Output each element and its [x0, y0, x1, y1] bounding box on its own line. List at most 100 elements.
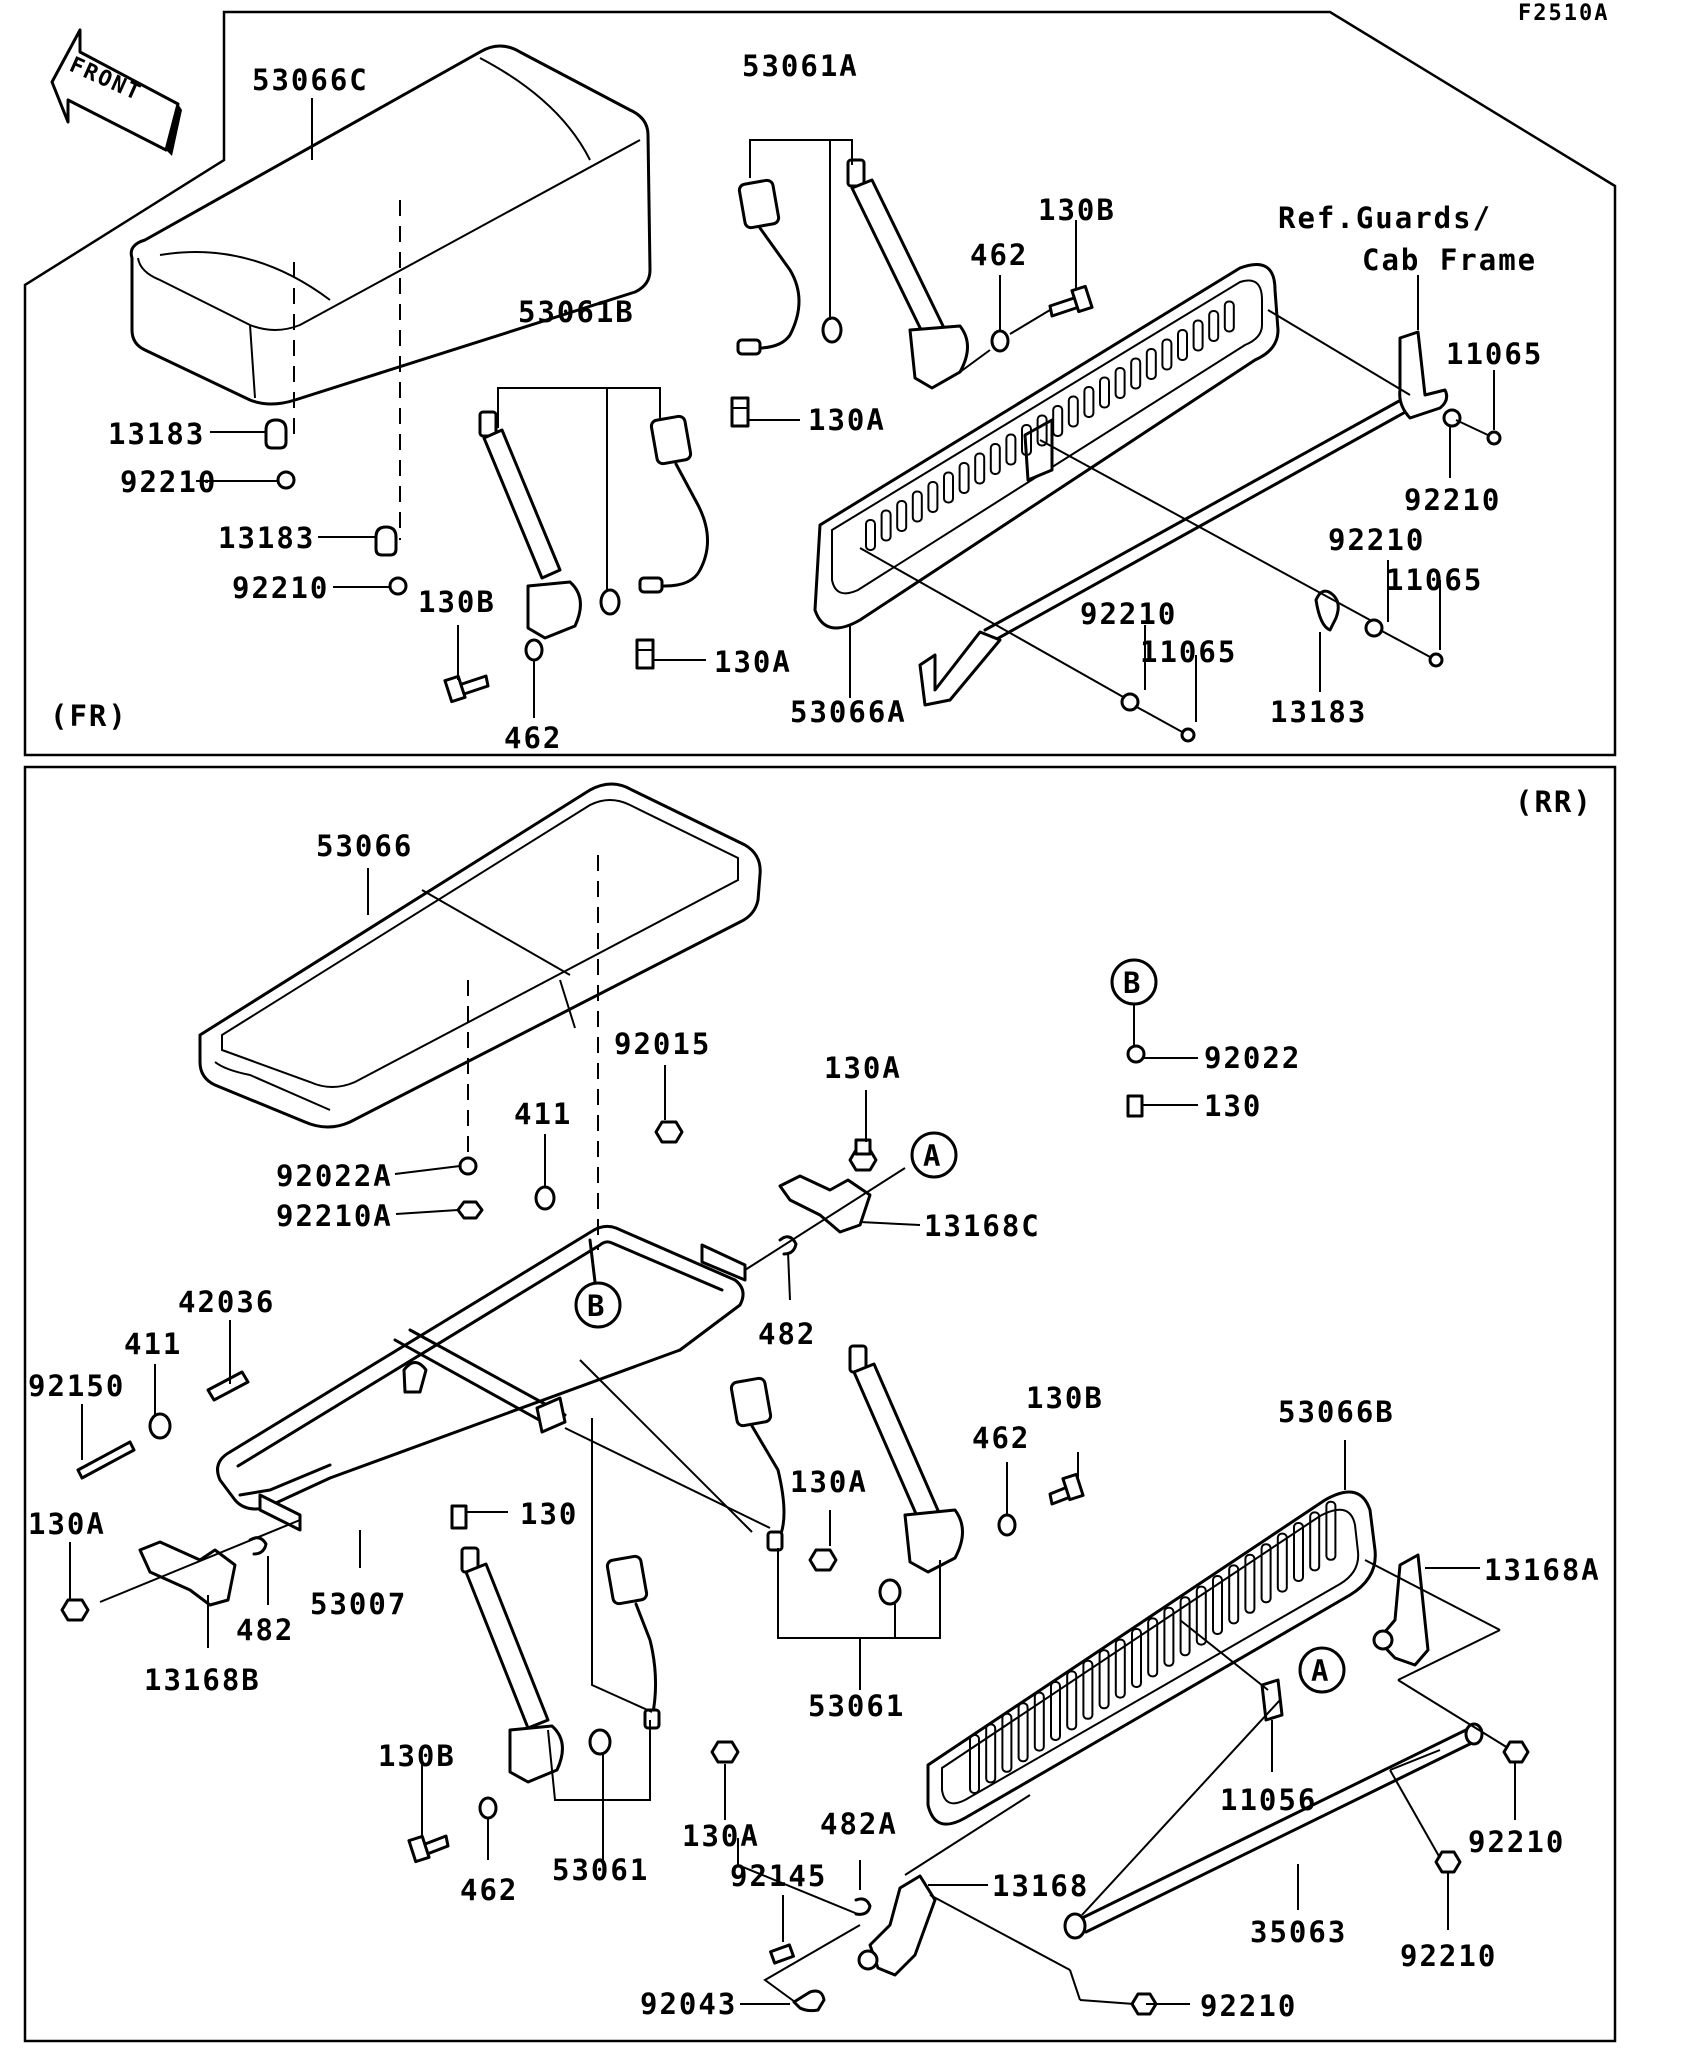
label-92015: 92015 [614, 1027, 711, 1061]
bolt-130 [1126, 1094, 1144, 1118]
label-130A: 130A [824, 1051, 902, 1085]
callout-b-frame: B [574, 1281, 622, 1329]
nut-92210 [1364, 618, 1384, 638]
vent-slot [927, 481, 939, 513]
front-section-frame [23, 10, 1617, 757]
bolt-92145 [769, 1943, 795, 1965]
vent-slot [1017, 1702, 1029, 1763]
label-130B: 130B [1038, 193, 1116, 227]
label-130A: 130A [682, 1819, 760, 1853]
washer-53061A [821, 316, 843, 344]
label-13183: 13183 [218, 521, 315, 555]
label-130A: 130A [28, 1507, 106, 1541]
label-92145: 92145 [730, 1859, 827, 1893]
washer-462 [990, 329, 1010, 353]
vent-slot [1325, 1500, 1337, 1561]
label-92210: 92210 [1200, 1989, 1297, 2023]
bolt-92150 [76, 1440, 136, 1480]
label-53061A: 53061A [742, 49, 859, 83]
washer-462 [478, 1796, 498, 1820]
seat-frame-53007 [216, 1224, 747, 1532]
nut-92210 [1120, 692, 1140, 712]
washer-92022A [458, 1156, 478, 1176]
vent-slot [1244, 1553, 1256, 1614]
label-53061B: 53061B [518, 295, 635, 329]
vent-slot [1228, 1564, 1240, 1625]
nut-92210 [1442, 408, 1462, 428]
label-92210: 92210 [1080, 597, 1177, 631]
label-53007: 53007 [310, 1587, 407, 1621]
label-130A: 130A [790, 1465, 868, 1499]
seat-back-rod [918, 330, 1449, 707]
washer-462 [997, 1513, 1017, 1537]
vent-slot [1052, 405, 1064, 437]
vent-slot [985, 1723, 997, 1784]
vent-slot [880, 509, 892, 542]
label-92022A: 92022A [276, 1159, 393, 1193]
label-13168: 13168 [992, 1869, 1089, 1903]
label-35063: 35063 [1250, 1915, 1347, 1949]
label-11065: 11065 [1446, 337, 1543, 371]
seat-back-vents [969, 1500, 1337, 1794]
bolt-130 [450, 1504, 468, 1530]
label-482: 482 [758, 1317, 816, 1351]
vent-slot [1309, 1511, 1321, 1572]
bolt-130A [808, 1548, 838, 1572]
bolt-13168-head [857, 1949, 879, 1971]
washer-462 [524, 638, 544, 662]
label-130: 130 [1204, 1089, 1262, 1123]
vent-slot [1163, 1606, 1175, 1667]
bolt-13168A-head [1372, 1629, 1394, 1651]
vent-slot [1161, 338, 1173, 371]
seat-cushion-53066C [129, 44, 652, 406]
bracket-13168B [138, 1540, 237, 1607]
label-13183: 13183 [1270, 695, 1367, 729]
cap-11065 [1180, 727, 1196, 743]
rear-section-frame [23, 765, 1617, 2043]
nut-92210 [388, 576, 408, 596]
label-482A: 482A [820, 1807, 898, 1841]
vent-slot [1082, 1659, 1094, 1720]
svg-text:A: A [923, 1139, 942, 1173]
label-130B: 130B [1026, 1381, 1104, 1415]
label-130A: 130A [714, 645, 792, 679]
front-leader-lines [196, 98, 1495, 734]
bolt-130A [60, 1598, 90, 1622]
label-130A: 130A [808, 403, 886, 437]
washer-411 [534, 1185, 556, 1211]
label-cab-frame: Cab Frame [1362, 243, 1537, 277]
cap-11065 [1428, 652, 1444, 668]
label-53066A: 53066A [790, 695, 907, 729]
label-482: 482 [236, 1613, 294, 1647]
nut-92210 [1434, 1850, 1462, 1874]
vent-slot [1098, 1649, 1110, 1710]
svg-text:B: B [587, 1289, 606, 1323]
vent-slot [958, 462, 970, 494]
bolt-130A [635, 638, 655, 670]
vent-slot [1276, 1532, 1288, 1593]
label-92210A: 92210A [276, 1199, 393, 1233]
vent-slot [1083, 386, 1095, 418]
label-92210: 92210 [120, 465, 217, 499]
vent-slot [989, 443, 1001, 475]
seat-back-vents [865, 300, 1235, 551]
bolt-130B [1048, 1472, 1085, 1506]
cap-11065 [1486, 430, 1502, 446]
clip-482 [778, 1235, 798, 1256]
vent-slot [1260, 1543, 1272, 1604]
label-462: 462 [460, 1873, 518, 1907]
seat-belt-53061B [478, 410, 710, 640]
washer-411 [148, 1412, 172, 1440]
rear-leader-lines [69, 868, 1516, 2005]
vent-slot [896, 500, 908, 532]
label-53061: 53061 [808, 1689, 905, 1723]
clip-482A [854, 1897, 872, 1916]
part-labels: 53066C 53061A 130B 462 Ref.Guards/ Cab F… [28, 49, 1599, 2023]
label-13168B: 13168B [144, 1663, 261, 1697]
label-130: 130 [520, 1497, 578, 1531]
label-92210: 92210 [232, 571, 329, 605]
vent-slot [1067, 395, 1079, 428]
washer-53061 [878, 1578, 902, 1606]
washer-53061 [588, 1728, 612, 1756]
label-92043: 92043 [640, 1987, 737, 2021]
